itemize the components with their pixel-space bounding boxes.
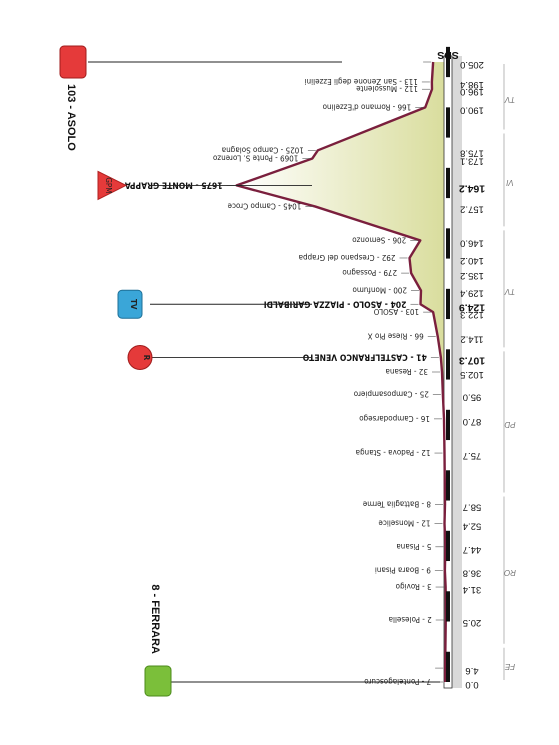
waypoint-label: 1069 - Ponte S. Lorenzo bbox=[212, 153, 298, 162]
km-label: 36.8 bbox=[463, 568, 482, 579]
waypoint-label: 1675 - MONTE GRAPPA bbox=[125, 179, 223, 189]
ruler-segment bbox=[446, 107, 450, 138]
km-label: 157.2 bbox=[460, 204, 484, 215]
waypoint-label: 12 - Monselice bbox=[378, 519, 431, 528]
waypoint-label: 112 - Mussolente bbox=[356, 84, 418, 93]
km-label: 129.4 bbox=[460, 288, 484, 299]
waypoint-label: 12 - Padova - Stanga bbox=[356, 448, 431, 457]
km-label: 175.8 bbox=[460, 147, 484, 158]
km-label: 196.0 bbox=[460, 86, 484, 97]
baseline-shadow bbox=[452, 56, 462, 688]
refuel-icon bbox=[127, 344, 153, 370]
km-label: 87.0 bbox=[463, 416, 482, 427]
km-label: 44.7 bbox=[463, 544, 482, 555]
waypoint-label: 166 - Romano d'Ezzelino bbox=[322, 102, 411, 111]
km-label: 124.9 bbox=[459, 301, 485, 313]
km-label: 114.2 bbox=[460, 334, 483, 345]
km-label: 52.4 bbox=[463, 521, 482, 532]
ruler-segment bbox=[446, 409, 450, 441]
ruler-segment bbox=[446, 651, 450, 682]
waypoint-label: 279 - Possagno bbox=[342, 268, 397, 277]
waypoint-label: 8 - Battaglia Terme bbox=[362, 499, 431, 508]
km-label: 4.6 bbox=[465, 665, 478, 676]
gpm-icon bbox=[97, 170, 128, 201]
ruler-segment bbox=[446, 167, 450, 199]
km-label: 190.0 bbox=[460, 104, 484, 115]
km-label: 107.3 bbox=[459, 354, 485, 366]
ruler-segment bbox=[446, 349, 450, 380]
waypoint-label: 41 - CASTELFRANCO VENETO bbox=[302, 351, 427, 361]
tv-icon bbox=[117, 289, 143, 319]
waypoint-label: 113 - San Zenone degli Ezzelini bbox=[305, 77, 418, 86]
waypoint-label: 16 - Campodarsego bbox=[359, 414, 430, 423]
waypoint-label: 5 - Pisana bbox=[396, 542, 431, 551]
waypoint-label: 66 - Riese Pio X bbox=[368, 332, 424, 341]
waypoint-label: 1025 - Campo Solagna bbox=[222, 145, 304, 154]
start-city-label: 8 - FERRARA bbox=[149, 584, 161, 654]
km-label: 0.0 bbox=[465, 679, 478, 690]
waypoint-label: 3 - Rovigo bbox=[395, 582, 432, 591]
ruler-segment bbox=[446, 470, 450, 501]
km-label: 122.3 bbox=[460, 309, 484, 320]
waypoint-label: 32 - Resana bbox=[385, 367, 428, 376]
province-label: RO bbox=[504, 568, 516, 577]
km-label: 58.7 bbox=[463, 501, 482, 512]
km-label: 205.0 bbox=[460, 59, 484, 70]
province-label: PD bbox=[504, 420, 515, 429]
waypoint-label: 7 - Pontelagoscuro bbox=[364, 677, 431, 686]
km-label: 140.2 bbox=[460, 255, 484, 266]
waypoint-label: 206 - Semonzo bbox=[352, 235, 407, 244]
waypoint-label: 200 - Monfumo bbox=[352, 286, 407, 295]
province-label: TV bbox=[504, 95, 515, 104]
province-label: TV bbox=[504, 287, 515, 296]
gpm-label: GPM bbox=[104, 177, 113, 193]
ruler-segment bbox=[446, 288, 450, 320]
waypoint-label: 9 - Boara Pisani bbox=[375, 566, 431, 575]
province-label: VI bbox=[505, 178, 513, 187]
province-label: FE bbox=[504, 662, 515, 671]
km-label: 135.2 bbox=[460, 270, 484, 281]
waypoint-label: 2 - Polesella bbox=[389, 615, 432, 624]
km-label: 95.0 bbox=[463, 392, 482, 403]
km-label: 173.1 bbox=[460, 155, 484, 166]
ruler-segment bbox=[446, 530, 450, 562]
waypoint-label: 292 - Crespano del Grappa bbox=[299, 253, 396, 262]
start-icon bbox=[144, 665, 172, 697]
profile-area bbox=[236, 62, 452, 682]
km-label: 20.5 bbox=[463, 617, 482, 628]
km-label: 31.4 bbox=[463, 584, 482, 595]
waypoint-label: 103 - ASOLO bbox=[373, 307, 419, 316]
profile-line bbox=[235, 61, 447, 682]
waypoint-label: 1045 - Campo Croce bbox=[227, 202, 301, 211]
ruler-segment bbox=[446, 228, 450, 259]
finish-icon bbox=[59, 45, 87, 79]
finish-tag: SDS bbox=[437, 49, 459, 61]
km-label: 146.0 bbox=[460, 237, 484, 248]
tv-label: TV bbox=[129, 299, 138, 310]
finish-city-label: 103 - ASOLO bbox=[65, 84, 77, 151]
km-label: 75.7 bbox=[463, 450, 482, 461]
chart-root: 0.0 7 - Pontelagoscuro 4.6 20.5 2 - Polesell… bbox=[59, 45, 516, 697]
km-label: 164.2 bbox=[459, 182, 485, 194]
ruler-segment bbox=[446, 46, 450, 78]
km-label: 198.4 bbox=[460, 79, 484, 90]
km-label: 102.5 bbox=[460, 369, 484, 380]
waypoint-label: 25 - Camposampiero bbox=[353, 390, 429, 399]
refuel-label: R bbox=[142, 355, 151, 361]
ruler-segment bbox=[446, 591, 450, 622]
waypoint-label: 204 - ASOLO - PIAZZA GARIBALDI bbox=[264, 298, 407, 308]
